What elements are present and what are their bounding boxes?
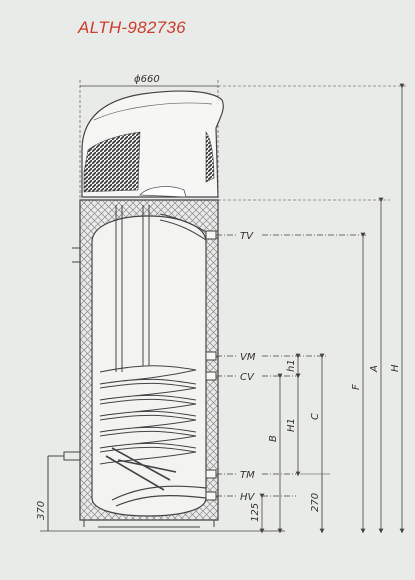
dim-h1: H1 (286, 418, 297, 432)
base-feet (40, 520, 285, 532)
dim-f: F (351, 384, 362, 390)
heating-coil (99, 365, 207, 507)
air-exhaust-grille (205, 131, 215, 183)
dim-c: C (310, 413, 321, 420)
dim-a: A (369, 365, 380, 373)
drain-connection (47, 247, 81, 531)
dim-270: 270 (310, 493, 321, 512)
connection-tv-label: TV (240, 231, 254, 242)
dim-b: B (268, 435, 279, 442)
heat-pump-head (81, 90, 224, 198)
diameter-label: ϕ660 (134, 74, 160, 85)
model-title: ALTH-982736 (78, 18, 186, 37)
connection-vm-label: VM (240, 352, 256, 363)
air-intake-grille (83, 131, 141, 193)
dim-370: 370 (36, 501, 47, 520)
connection-hv-label: HV (240, 492, 256, 503)
dim-125: 125 (250, 503, 261, 522)
dim-h1-small: h1 (286, 359, 297, 372)
dim-h: H (390, 364, 401, 372)
connection-tm-label: TM (240, 470, 255, 481)
connection-cv-label: CV (240, 372, 255, 383)
dimension-lines (218, 83, 408, 534)
